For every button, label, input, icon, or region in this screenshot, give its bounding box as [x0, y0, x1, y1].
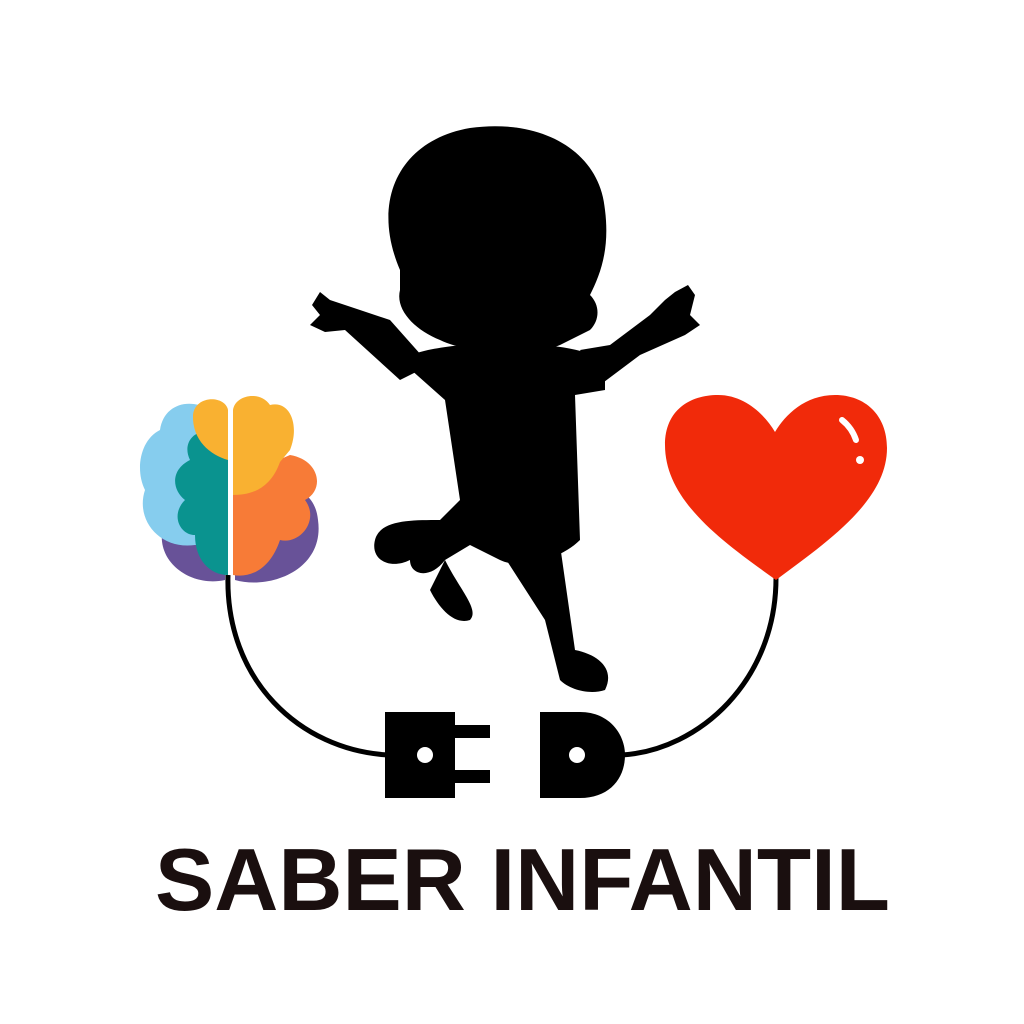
brain-icon — [140, 395, 319, 583]
brand-name: SABER INFANTIL — [155, 830, 890, 929]
heart-icon — [665, 395, 887, 580]
socket-icon — [540, 712, 625, 798]
brain-cable — [225, 574, 389, 758]
child-silhouette-icon — [310, 126, 700, 692]
heart-cable — [621, 577, 779, 758]
plug-icon — [385, 712, 490, 798]
